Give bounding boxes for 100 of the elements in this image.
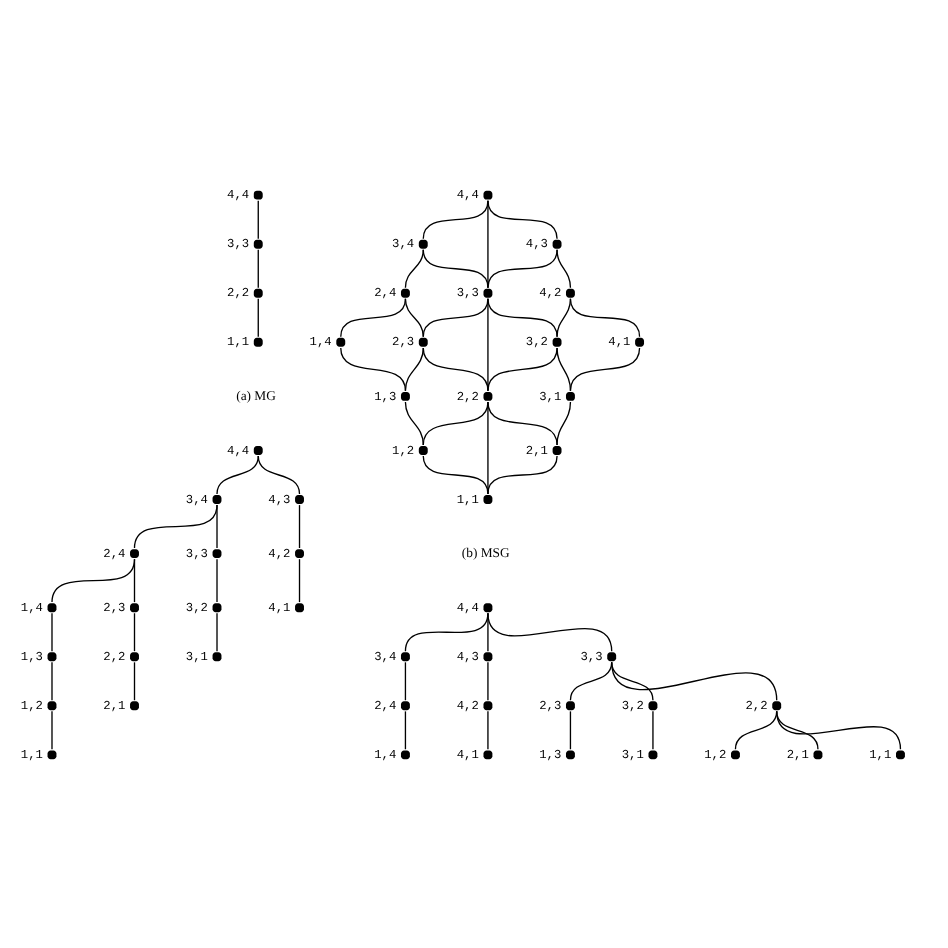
node-circle	[212, 651, 222, 661]
node-circle	[566, 287, 575, 297]
connector	[133, 611, 136, 651]
node-circle	[772, 700, 782, 710]
connector	[340, 346, 407, 391]
connector	[556, 346, 572, 391]
connector	[51, 709, 53, 749]
node-circle	[607, 651, 617, 661]
node-circle	[566, 390, 575, 400]
connector	[216, 611, 218, 651]
node-circle	[47, 749, 57, 759]
connector	[257, 454, 301, 494]
node-circle	[483, 189, 493, 199]
connector	[569, 297, 641, 337]
node-circle	[483, 602, 493, 612]
connector	[611, 660, 778, 700]
node-circle	[418, 445, 428, 454]
node-circle	[212, 602, 222, 612]
node-circle	[253, 287, 263, 297]
node-circle	[295, 494, 304, 503]
node-circle	[295, 602, 304, 612]
node-circle	[483, 651, 493, 661]
connector	[51, 557, 136, 602]
connector	[422, 346, 489, 391]
connector	[611, 660, 654, 700]
connector	[257, 297, 259, 337]
connector	[487, 346, 558, 391]
node-circle	[896, 749, 905, 759]
connector	[487, 709, 489, 749]
connector	[487, 611, 489, 651]
connector	[422, 248, 489, 288]
connector	[404, 248, 424, 288]
connector	[298, 503, 301, 548]
connector	[51, 611, 53, 651]
node-circle	[566, 700, 575, 710]
node-circle	[400, 287, 410, 297]
connector	[569, 660, 613, 700]
node-circle	[47, 651, 57, 661]
node-circle	[648, 700, 658, 710]
connector	[404, 660, 407, 700]
connector	[133, 503, 218, 548]
node-circle	[400, 700, 410, 710]
connector	[216, 454, 259, 494]
node-circle	[47, 700, 57, 710]
connector	[556, 400, 572, 445]
node-circle	[552, 336, 562, 346]
node-circle	[253, 336, 263, 346]
connector	[652, 709, 654, 749]
node-circle	[635, 336, 645, 346]
node-circle	[566, 749, 575, 759]
node-circle	[212, 494, 222, 503]
node-circle	[130, 651, 139, 661]
node-circle	[295, 548, 304, 558]
connector	[556, 297, 572, 337]
node-circle	[483, 700, 493, 710]
connector	[487, 611, 613, 651]
node-circle	[813, 749, 823, 759]
node-circle	[483, 390, 493, 400]
node-circle	[731, 749, 740, 759]
connector	[776, 709, 902, 749]
connector	[487, 660, 489, 700]
connector	[487, 400, 489, 494]
node-circle	[483, 287, 493, 297]
node-circle	[253, 445, 263, 454]
node-circle	[130, 548, 139, 558]
node-circle	[648, 749, 658, 759]
node-circle	[483, 749, 493, 759]
node-circle	[130, 602, 139, 612]
node-circle	[400, 749, 410, 759]
connector	[51, 660, 53, 700]
node-circle	[212, 548, 222, 558]
connector	[340, 297, 407, 337]
node-circle	[400, 651, 410, 661]
connector	[298, 557, 301, 602]
node-circle	[253, 189, 263, 199]
connector	[569, 346, 641, 391]
connector	[257, 248, 259, 288]
connector	[569, 709, 572, 749]
connector	[404, 346, 424, 391]
node-circle	[336, 336, 346, 346]
connector	[404, 709, 407, 749]
connector	[216, 503, 218, 548]
connector	[133, 660, 136, 700]
node-circle	[483, 494, 493, 503]
connector	[404, 400, 424, 445]
node-circle	[130, 700, 139, 710]
node-circle	[418, 238, 428, 248]
node-circle	[552, 238, 562, 248]
connector	[216, 557, 218, 602]
node-circle	[552, 445, 562, 454]
connector	[487, 454, 558, 494]
connector	[257, 199, 259, 239]
connector	[404, 611, 489, 651]
connector	[133, 557, 136, 602]
node-circle	[253, 238, 263, 248]
node-circle	[47, 602, 57, 612]
node-circle	[418, 336, 428, 346]
connector	[422, 454, 489, 494]
connector	[487, 248, 558, 288]
connector	[404, 297, 424, 337]
